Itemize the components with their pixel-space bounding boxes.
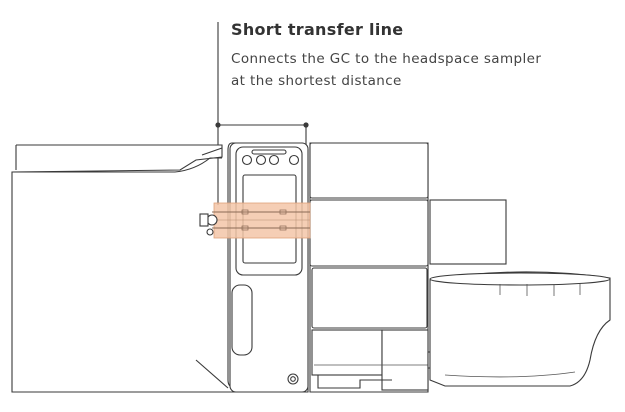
tray-rim: [429, 272, 611, 286]
vial-tray: [429, 271, 611, 387]
circle-button-icon: [241, 154, 253, 166]
gc-side-handle: [231, 284, 253, 356]
transfer-line-clip: [279, 209, 287, 215]
circle-button-icon: [255, 154, 267, 166]
transfer-line-highlight: [213, 202, 311, 239]
transfer-line-clip: [241, 225, 249, 231]
sampler-base-right: [381, 329, 429, 391]
transfer-line: [199, 202, 311, 239]
circle-button-icon: [288, 154, 300, 166]
sampler-base-left: [311, 329, 383, 376]
power-icon-core: [290, 376, 296, 382]
gc-top-edge: [15, 144, 223, 170]
gc-lid-line: [12, 157, 222, 173]
sampler-side-box: [429, 199, 507, 265]
callout-description-line-1: Connects the GC to the headspace sampler: [231, 51, 542, 67]
gc-chamfer: [195, 359, 229, 389]
circle-button-icon: [268, 154, 280, 166]
callout-description-line-2: at the shortest distance: [231, 73, 402, 89]
sampler-module-middle: [309, 199, 429, 267]
gc-indicator-bar: [251, 149, 287, 155]
tray-base-curve: [444, 371, 576, 378]
sampler-feet: [317, 375, 392, 389]
transfer-line-clip: [241, 209, 249, 215]
transfer-line-clip: [279, 225, 287, 231]
callout-title: Short transfer line: [231, 20, 404, 39]
sampler-module-top: [309, 142, 429, 199]
gc-front-panel: [229, 142, 309, 393]
tray-body: [429, 271, 611, 387]
headspace-sampler: [309, 142, 507, 393]
sampler-module-lower: [311, 267, 428, 329]
dimension-endpoint-left: [215, 122, 221, 128]
transfer-line-fitting: [199, 213, 209, 227]
dimension-endpoint-right: [303, 122, 309, 128]
transfer-line-nut: [206, 228, 214, 236]
dimension-marker: [215, 22, 309, 205]
